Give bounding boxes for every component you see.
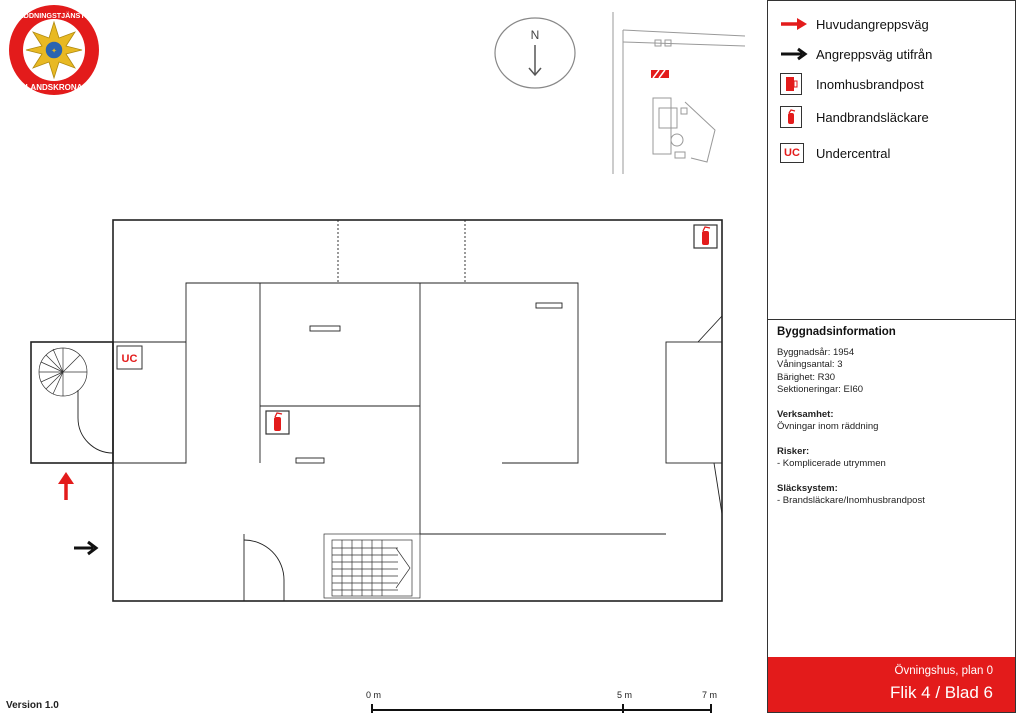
building-info-heading: Byggnadsinformation	[777, 326, 896, 338]
spiral-stair	[38, 347, 88, 397]
site-map	[612, 12, 746, 174]
logo-bottom-text: LANDSKRONA	[26, 83, 83, 92]
compass-label: N	[531, 28, 540, 42]
scale-bar: 0 m 5 m 7 m	[360, 686, 730, 714]
activity-label: Verksamhet:	[777, 408, 834, 420]
legend-item-extinguisher: Handbrandsläckare	[780, 105, 929, 129]
info-line: Bärighet: R30	[777, 371, 836, 383]
scale-label-7: 7 m	[702, 690, 718, 700]
black-arrow-icon	[780, 42, 810, 66]
uc-icon-text: UC	[780, 143, 804, 163]
fire-extinguisher-icon	[780, 105, 810, 129]
uc-icon: UC	[780, 141, 810, 165]
legend-item-main-route: Huvudangreppsväg	[780, 12, 929, 36]
legend-item-outside-route: Angreppsväg utifrån	[780, 42, 932, 66]
legend-label: Undercentral	[816, 145, 891, 161]
stair-tower	[30, 341, 114, 464]
uc-marker-label: UC	[122, 353, 138, 365]
fire-extinguisher-icon	[265, 410, 290, 435]
main-attack-route-arrow	[58, 472, 74, 500]
logo-top-text: RÄDDNINGSTJÄNSTEN	[13, 11, 94, 20]
footer-subtitle: Övningshus, plan 0	[894, 665, 993, 677]
info-line: Sektioneringar: EI60	[777, 384, 864, 395]
legend-label: Angreppsväg utifrån	[816, 46, 933, 62]
building-info: Byggnadsinformation Byggnadsår: 1954 Vån…	[777, 326, 1007, 508]
legend-label: Huvudangreppsväg	[816, 16, 929, 32]
uc-marker: UC	[116, 345, 143, 370]
extinguishing-value: - Brandsläckare/Inomhusbrandpost	[777, 495, 925, 506]
scale-label-5: 5 m	[617, 690, 633, 700]
legend-item-indoor-hydrant: Inomhusbrandpost	[780, 72, 924, 96]
floor-plan: UC	[30, 219, 723, 602]
risks-label: Risker:	[777, 445, 810, 457]
legend-label: Handbrandsläckare	[816, 109, 929, 125]
extinguishing-label: Släcksystem:	[777, 482, 838, 494]
indoor-hydrant-icon	[780, 72, 810, 96]
footer-banner: Övningshus, plan 0 Flik 4 / Blad 6	[768, 657, 1015, 712]
scale-label-0: 0 m	[366, 690, 382, 700]
info-line: Våningsantal: 3	[777, 359, 843, 370]
legend-item-uc: UC Undercentral	[780, 141, 890, 165]
info-line: Byggnadsår: 1954	[777, 346, 855, 358]
outside-attack-route-arrow	[74, 540, 99, 556]
compass-north: N	[494, 17, 576, 89]
red-arrow-icon	[780, 12, 810, 36]
footer-title: Flik 4 / Blad 6	[890, 683, 993, 702]
svg-text:✦: ✦	[51, 47, 57, 55]
legend-label: Inomhusbrandpost	[816, 76, 924, 92]
risks-value: - Komplicerade utrymmen	[777, 458, 886, 469]
info-panel: Huvudangreppsväg Angreppsväg utifrån Ino…	[767, 0, 1016, 713]
raddningstjansten-logo: ✦ RÄDDNINGSTJÄNSTEN LANDSKRONA	[9, 5, 99, 95]
fire-extinguisher-icon	[693, 224, 718, 249]
building-outline	[112, 219, 723, 602]
version-label: Version 1.0	[6, 700, 59, 711]
legend: Huvudangreppsväg Angreppsväg utifrån Ino…	[768, 1, 1015, 320]
straight-stair	[323, 533, 421, 599]
activity-value: Övningar inom räddning	[777, 421, 879, 432]
